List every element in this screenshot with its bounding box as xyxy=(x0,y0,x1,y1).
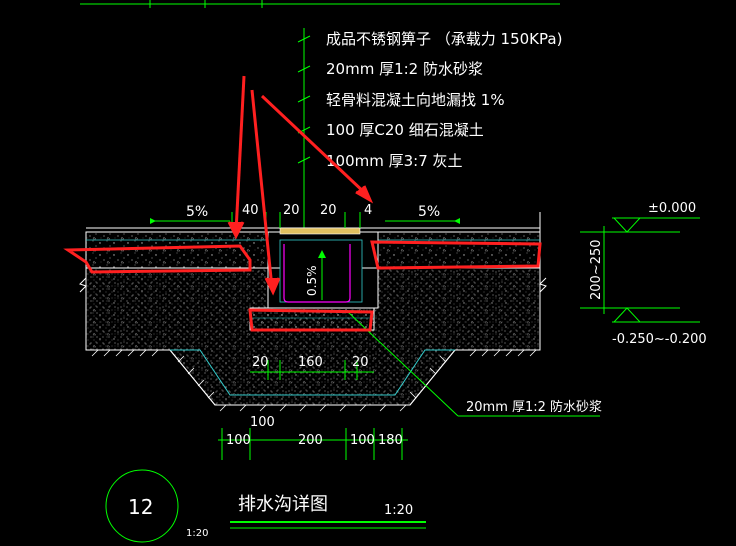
channel-width-dimensions: 20 160 20 xyxy=(250,355,374,380)
dim-bottom-160: 160 xyxy=(298,355,323,370)
dim-top-20-a: 20 xyxy=(283,203,300,218)
red-markup xyxy=(63,75,542,332)
dim-base-row-1: 100 xyxy=(226,433,251,448)
detail-number: 12 xyxy=(128,495,153,519)
dim-base-row-3: 100 xyxy=(350,433,375,448)
elevation-markers: ±0.000 200~250 -0.250~-0.200 xyxy=(580,201,707,347)
waterproof-note: 20mm 厚1:2 防水砂浆 xyxy=(466,399,602,415)
concrete-slab xyxy=(79,212,547,331)
detail-scale: 1:20 xyxy=(384,503,413,518)
callout-line-3: 轻骨料混凝土向地漏找 1% xyxy=(326,91,505,109)
small-scale-label: 1:20 xyxy=(186,528,208,539)
base-dimensions: 100 100 200 100 180 xyxy=(218,415,408,460)
callout-line-1: 成品不锈钢箅子 （承载力 150KPa) xyxy=(326,30,562,48)
slope-left-label: 5% xyxy=(186,204,208,220)
callout-line-4: 100 厚C20 细石混凝土 xyxy=(326,121,484,139)
dim-top-20-b: 20 xyxy=(320,203,337,218)
dim-base-row-2: 200 xyxy=(298,433,323,448)
slope-right-label: 5% xyxy=(418,204,440,220)
top-clipped-drawing xyxy=(80,0,560,8)
dim-base-100: 100 xyxy=(250,415,275,430)
layer-callout-leader xyxy=(297,28,311,232)
elevation-bottom-label: -0.250~-0.200 xyxy=(612,332,707,347)
soil-section xyxy=(85,267,541,412)
dim-base-row-4: 180 xyxy=(378,433,403,448)
callout-line-5: 100mm 厚3:7 灰土 xyxy=(326,152,463,170)
channel-slope: 0.5% xyxy=(305,250,326,300)
detail-title: 排水沟详图 xyxy=(238,494,328,515)
layer-callout-text: 成品不锈钢箅子 （承载力 150KPa) 20mm 厚1:2 防水砂浆 轻骨料混… xyxy=(326,30,562,170)
dim-bottom-20-a: 20 xyxy=(252,355,269,370)
dim-bottom-20-b: 20 xyxy=(352,355,369,370)
dim-top-4: 4 xyxy=(364,203,372,218)
title-block: 12 排水沟详图 1:20 1:20 xyxy=(105,469,426,543)
callout-line-2: 20mm 厚1:2 防水砂浆 xyxy=(326,60,483,78)
dim-top-40: 40 xyxy=(242,203,259,218)
elevation-top-label: ±0.000 xyxy=(648,201,696,216)
elevation-range-label: 200~250 xyxy=(589,239,604,300)
top-dimensions: 5% 5% 40 20 20 4 xyxy=(150,203,460,228)
channel-slope-label: 0.5% xyxy=(305,266,319,297)
